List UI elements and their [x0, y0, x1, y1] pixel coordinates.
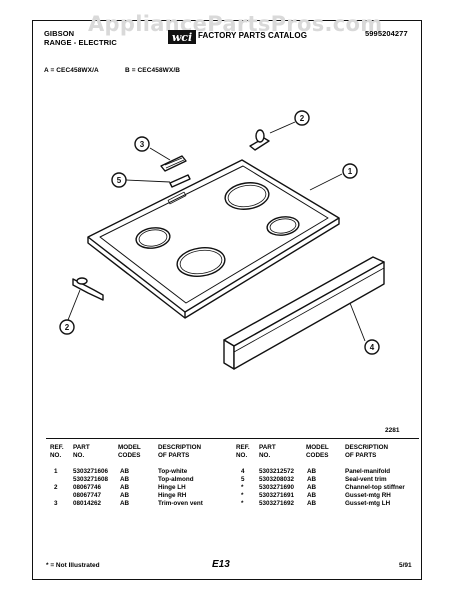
- revision-date: 5/91: [399, 562, 412, 569]
- burner-opening-large-rear: [224, 182, 270, 210]
- figure-number: 2281: [385, 427, 400, 434]
- product-label: RANGE - ELECTRIC: [44, 38, 117, 47]
- not-illustrated-note: * = Not Illustrated: [46, 562, 100, 569]
- callout-1: 1: [348, 167, 353, 176]
- seal-vent-trim: [169, 174, 191, 188]
- model-b-label: B = CEC458WX/B: [125, 67, 181, 74]
- callout-5: 5: [117, 176, 122, 185]
- burner-opening-small-right: [266, 216, 300, 236]
- wci-logo-icon: wci: [168, 30, 196, 44]
- brand-label: GIBSON: [44, 29, 75, 38]
- svg-text:wci: wci: [172, 31, 192, 44]
- callout-2-rear: 2: [300, 114, 305, 123]
- burner-opening-large-front: [176, 247, 226, 277]
- callout-4: 4: [370, 343, 375, 352]
- page-number: E13: [212, 559, 230, 570]
- hdr-ref-left: REF.NO.: [50, 444, 64, 459]
- callout-3: 3: [140, 140, 145, 149]
- catalog-title: FACTORY PARTS CATALOG: [198, 31, 308, 40]
- watermark: AppliancePartsPros.com: [88, 12, 383, 36]
- callout-2-front: 2: [65, 323, 70, 332]
- exploded-diagram: 1 2 2 3 4 5: [59, 110, 385, 370]
- hdr-ref-right: REF.NO.: [236, 444, 250, 459]
- catalog-number: 5995204277: [365, 29, 408, 38]
- oven-vent-trim: [160, 155, 187, 172]
- table-top-rule: [46, 438, 419, 439]
- burner-opening-small-left: [135, 227, 171, 249]
- model-a-label: A = CEC458WX/A: [44, 67, 99, 74]
